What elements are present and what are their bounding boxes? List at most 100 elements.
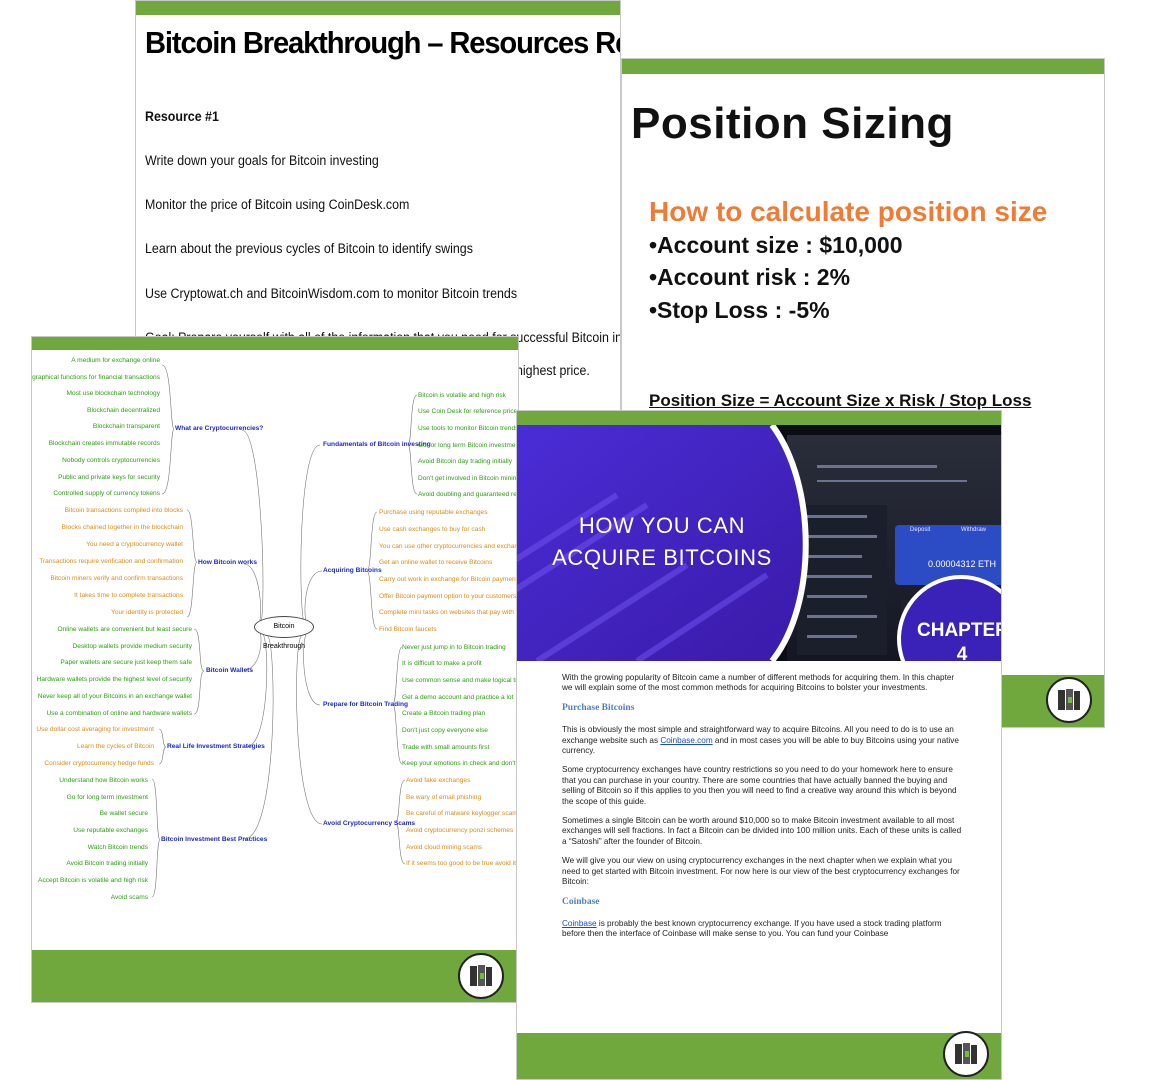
chapter-page: Deposit Withdraw 0.00004312 ETH HOW YOU … (516, 410, 1002, 1080)
resource-line: highest price. (516, 363, 590, 378)
mind-map-item: Public and private keys for security (58, 474, 160, 481)
paragraph-text: is probably the best known cryptocurrenc… (562, 918, 942, 939)
mind-map-item: Use a combination of online and hardware… (46, 710, 192, 717)
mind-map-item: Offer Bitcoin payment option to your cus… (379, 593, 517, 600)
mind-map-item: Get a demo account and practice a lot (402, 694, 514, 701)
position-subtitle: How to calculate position size (649, 196, 1048, 227)
mind-map-item: Bitcoin is volatile and high risk (418, 392, 506, 399)
mind-map-item: Consider cryptocurrency hedge funds (44, 760, 154, 767)
mind-map-item: Go for long term investment (66, 794, 148, 801)
page-top-bar (32, 337, 518, 350)
mind-map-item: Trade with small amounts first (402, 744, 490, 751)
mind-map-item: Avoid doubling and guaranteed return sc (418, 491, 519, 498)
chapter-label: CHAPTER (917, 620, 1002, 641)
position-bullet: •Account risk : 2% (649, 264, 851, 290)
mind-map-item: Use Coin Desk for reference prices (418, 408, 519, 415)
section-heading: Coinbase (562, 896, 600, 907)
resource-line: Monitor the price of Bitcoin using CoinD… (145, 197, 410, 212)
mind-map-item: Avoid Bitcoin day trading initially (418, 458, 513, 465)
mind-map-item: Don't get involved in Bitcoin mining (418, 475, 519, 482)
mind-map-item: Avoid cloud mining scams (406, 844, 483, 851)
paragraph: Some cryptocurrency exchanges have count… (562, 765, 957, 806)
mind-map-item: Desktop wallets provide medium security (72, 643, 192, 650)
branch-prep-label: Prepare for Bitcoin Trading (323, 701, 409, 708)
coinbase-link[interactable]: Coinbase (562, 918, 597, 928)
resource-heading: Resource #1 (145, 109, 219, 124)
section-heading: Purchase Bitcoins (562, 702, 635, 713)
branch-real-label: Real Life Investment Strategies (167, 743, 265, 750)
mind-map-item: Blocks chained together in the blockchai… (61, 524, 183, 531)
mind-map-item: Use cash exchanges to buy for cash (379, 526, 486, 533)
mind-map-item: Be careful of malware keylogger scams (406, 810, 519, 817)
mind-map-item: Use common sense and make logical trades (402, 677, 519, 684)
page-footer-bar (32, 950, 518, 1002)
mind-map-item: Purchase using reputable exchanges (379, 509, 488, 516)
page-top-bar (136, 1, 620, 15)
banner-title-line2: ACQUIRE BITCOINS (552, 545, 772, 570)
branch-wallets-label: Bitcoin Wallets (206, 667, 254, 674)
mind-map-item: Transactions require verification and co… (39, 558, 183, 565)
mind-map-item: Hardware wallets provide the highest lev… (36, 676, 192, 683)
branch-acq-label: Acquiring Bitcoins (323, 567, 382, 574)
mind-map-item: You can use other cryptocurrencies and e… (379, 543, 519, 550)
chapter-banner: Deposit Withdraw 0.00004312 ETH HOW YOU … (517, 425, 1002, 661)
mind-map-item: You need a cryptocurrency wallet (86, 541, 183, 548)
mind-map-item: Complete mini tasks on websites that pay… (379, 609, 518, 616)
mind-map-item: Nobody controls cryptocurrencies (62, 457, 160, 464)
book-logo-icon (1046, 677, 1092, 723)
mind-map-item: If it seems too good to be true avoid it (406, 860, 516, 867)
mind-map-item: Create a Bitcoin trading plan (402, 710, 486, 717)
mind-map-item: Most use blockchain technology (66, 390, 160, 397)
screen-withdraw-label: Withdraw (961, 527, 987, 533)
position-bullet: •Account size : $10,000 (649, 232, 903, 258)
mind-map-item: Watch Bitcoin trends (87, 844, 148, 851)
page-footer-bar (517, 1033, 1001, 1079)
mind-map-item: Blockchain transparent (92, 423, 160, 430)
mind-map-item: Accept Bitcoin is volatile and high risk (38, 877, 148, 884)
mind-map-item: It is difficult to make a profit (402, 660, 482, 667)
paragraph: Coinbase is probably the best known cryp… (562, 919, 962, 940)
mind-map-item: Controlled supply of currency tokens (53, 490, 160, 497)
coinbase-link[interactable]: Coinbase.com (660, 735, 713, 745)
mind-map-page: Bitcoin Breakthrough What are Cryptocurr… (31, 336, 519, 1003)
page-top-bar (517, 411, 1001, 425)
paragraph: We will give you our view on using crypt… (562, 856, 960, 887)
mind-map-item: Paper wallets are secure just keep them … (60, 659, 192, 666)
mind-map-item: Use tools to monitor Bitcoin trends (418, 425, 519, 432)
mind-map-item: A medium for exchange online (71, 357, 160, 364)
mind-map-item: Bitcoin transactions compiled into block… (64, 507, 183, 514)
mind-map-item: Blockchain decentralized (87, 407, 160, 414)
mind-map-item: Go for long term Bitcoin investment (418, 442, 519, 449)
mind-map-item: Learn the cycles of Bitcoin (77, 743, 154, 750)
chapter-body: With the growing popularity of Bitcoin c… (562, 673, 962, 949)
page-top-bar (622, 59, 1104, 74)
position-bullet: •Stop Loss : -5% (649, 297, 830, 323)
branch-what-label: What are Cryptocurrencies? (175, 425, 264, 432)
branch-fund-label: Fundamentals of Bitcoin investing (323, 441, 431, 448)
banner-artwork (517, 425, 1001, 661)
resource-line: Write down your goals for Bitcoin invest… (145, 153, 379, 168)
chapter-number: 4 (956, 644, 968, 661)
mind-map-item: Carry out work in exchange for Bitcoin p… (379, 576, 519, 583)
chapter-intro: With the growing popularity of Bitcoin c… (562, 673, 955, 693)
screen-balance-value: 0.00004312 ETH (928, 559, 997, 569)
banner-title-line1: HOW YOU CAN (578, 513, 746, 538)
resource-line: Use Cryptowat.ch and BitcoinWisdom.com t… (145, 286, 518, 301)
mind-map-item: Use dollar cost averaging for investment (36, 726, 154, 733)
mind-map-item: Understand how Bitcoin works (59, 777, 148, 784)
mind-map-item: Your identity is protected (111, 609, 183, 616)
mind-map-item: Be wary of email phishing (406, 794, 482, 801)
mind-map-item: Online wallets are convenient but least … (57, 626, 192, 633)
branch-how-label: How Bitcoin works (198, 559, 257, 566)
paragraph: This is obviously the most simple and st… (562, 725, 962, 756)
paragraph-text: This is obviously the most simple and st… (562, 725, 954, 745)
branch-best-label: Bitcoin Investment Best Practices (161, 836, 268, 843)
mind-map-item: It takes time to complete transactions (74, 592, 183, 599)
mind-map-item: Keep your emotions in check and don't pa… (402, 760, 518, 767)
mind-map-item: Cryptographical functions for financial … (32, 374, 160, 381)
position-title: Position Sizing (631, 99, 954, 148)
mind-map-item: Blockchain creates immutable records (48, 440, 160, 447)
mind-map-center: Bitcoin Breakthrough (254, 616, 314, 650)
mind-map-item: Find Bitcoin faucets (379, 626, 437, 633)
mind-map-item: Avoid cryptocurrency ponzi schemes (406, 827, 514, 834)
